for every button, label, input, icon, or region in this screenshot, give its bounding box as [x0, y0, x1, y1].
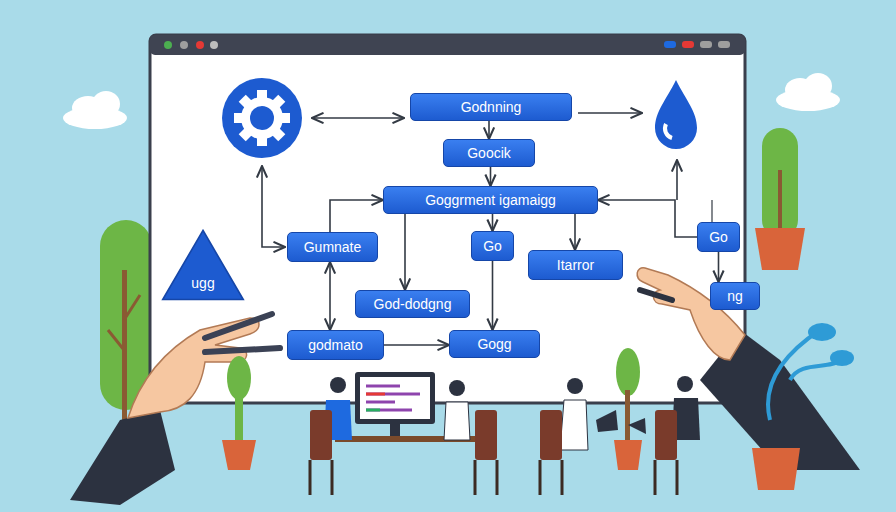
browser-window	[150, 35, 745, 403]
node-label: Go	[709, 229, 728, 245]
team-at-desks	[310, 372, 700, 495]
right-hand	[637, 268, 860, 470]
process-box: Go	[697, 222, 740, 252]
plant	[222, 323, 854, 490]
gear-icon	[222, 78, 302, 158]
connector-arrow	[574, 214, 576, 250]
process-box: Gumnate	[287, 232, 378, 262]
connector-arrow	[718, 252, 720, 282]
process-box: Godnning	[410, 93, 572, 121]
process-box: ng	[710, 282, 760, 310]
node-label: Godnning	[461, 99, 522, 115]
process-box: Gogg	[449, 330, 540, 358]
process-box: Go	[471, 231, 514, 261]
potted-tree	[755, 128, 805, 270]
process-box: God-dodgng	[355, 290, 470, 318]
process-box: godmato	[287, 330, 384, 360]
node-label: God-dodgng	[374, 296, 452, 312]
connector-arrow	[329, 262, 331, 330]
node-label: Goocik	[467, 145, 511, 161]
connector-arrow	[330, 200, 383, 232]
node-label: Go	[483, 238, 502, 254]
process-box: Itarror	[528, 250, 623, 280]
connector-arrow	[490, 167, 492, 186]
node-label: ugg	[191, 275, 214, 291]
node-label: ng	[727, 288, 743, 304]
triangle-node: ugg	[161, 229, 245, 301]
node-label: Itarror	[557, 257, 594, 273]
node-label: Goggrment igamaigg	[425, 192, 556, 208]
drop-icon	[655, 80, 697, 149]
connector-arrow	[488, 121, 490, 139]
node-label: Gumnate	[304, 239, 362, 255]
connector-arrow	[598, 200, 697, 237]
node-label: godmato	[308, 337, 362, 353]
left-hand	[70, 314, 280, 505]
node-label: Gogg	[477, 336, 511, 352]
process-box: Goocik	[443, 139, 535, 167]
triangle-outline	[163, 230, 244, 299]
connector-arrow	[404, 214, 406, 290]
connector-arrow	[384, 344, 449, 346]
process-box: Goggrment igamaigg	[383, 186, 598, 214]
connector-arrow	[492, 261, 494, 330]
connector-arrow	[492, 214, 494, 231]
icon-arrow	[262, 113, 712, 247]
